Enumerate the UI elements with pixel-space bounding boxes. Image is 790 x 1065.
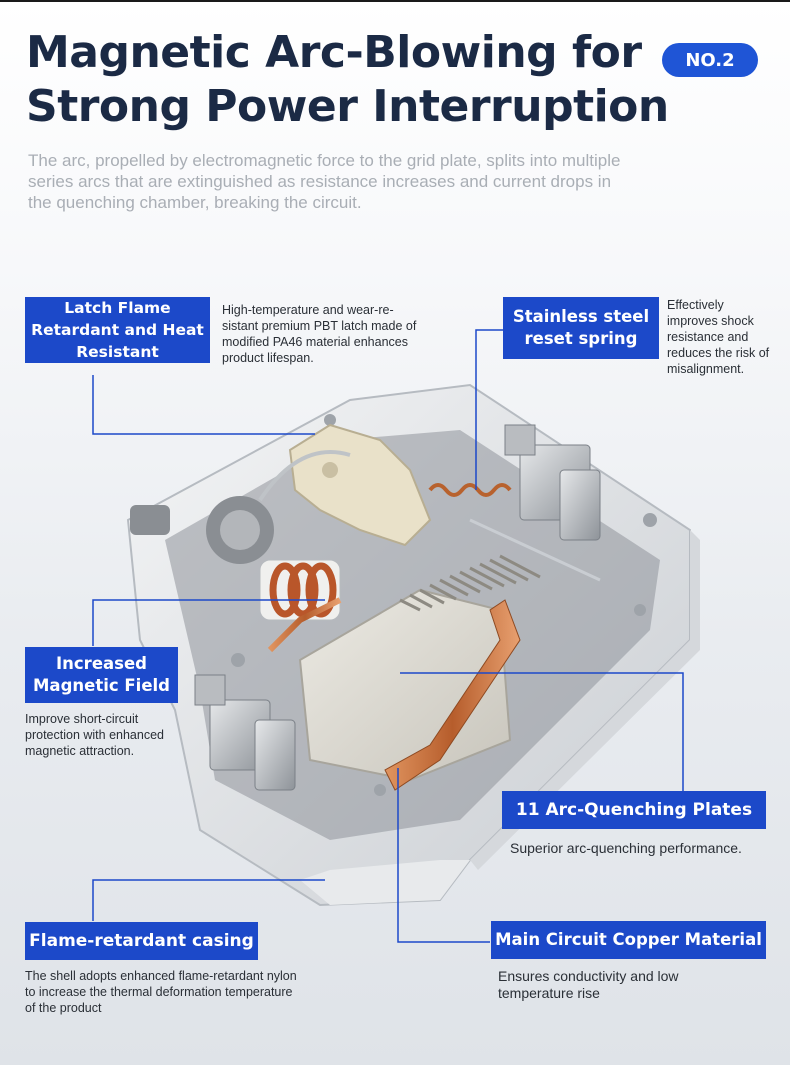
magnetic-field-label: Increased Magnetic Field — [25, 647, 178, 703]
right-terminal — [504, 424, 601, 541]
copper-label: Main Circuit Copper Material — [491, 921, 766, 959]
magnetic-coil — [259, 559, 341, 621]
spring-label: Stainless steel reset spring — [503, 297, 659, 359]
latch-description: High-temperature and wear-re-sistant pre… — [222, 303, 417, 365]
top-border — [0, 0, 790, 2]
number-badge: NO.2 — [662, 43, 758, 77]
copper-description: Ensures conductivity and low temperature… — [498, 968, 679, 1001]
latch-mechanism — [258, 423, 432, 547]
magnetic-field-description: Improve short-circuit protection with en… — [25, 712, 164, 758]
page-title: Magnetic Arc-Blowing for Strong Power In… — [26, 26, 669, 134]
title-line-1: Magnetic Arc-Blowing for — [26, 27, 642, 78]
leader-lines — [92, 329, 684, 943]
arc-plates-label: 11 Arc-Quenching Plates — [502, 791, 766, 829]
casing-description: The shell adopts enhanced flame-retardan… — [25, 969, 297, 1015]
handle-knob — [130, 496, 274, 564]
subtitle-text: The arc, propelled by electromagnetic fo… — [28, 151, 621, 212]
title-line-2: Strong Power Interruption — [26, 81, 669, 132]
arc-plates-description: Superior arc-quenching performance. — [510, 840, 742, 856]
latch-label: Latch Flame Retardant and Heat Resistant — [25, 297, 210, 363]
spring-description: Effectively improves shock resistance an… — [667, 298, 770, 376]
left-terminal — [194, 674, 296, 791]
reset-spring — [428, 483, 601, 582]
casing-label: Flame-retardant casing — [25, 922, 258, 960]
